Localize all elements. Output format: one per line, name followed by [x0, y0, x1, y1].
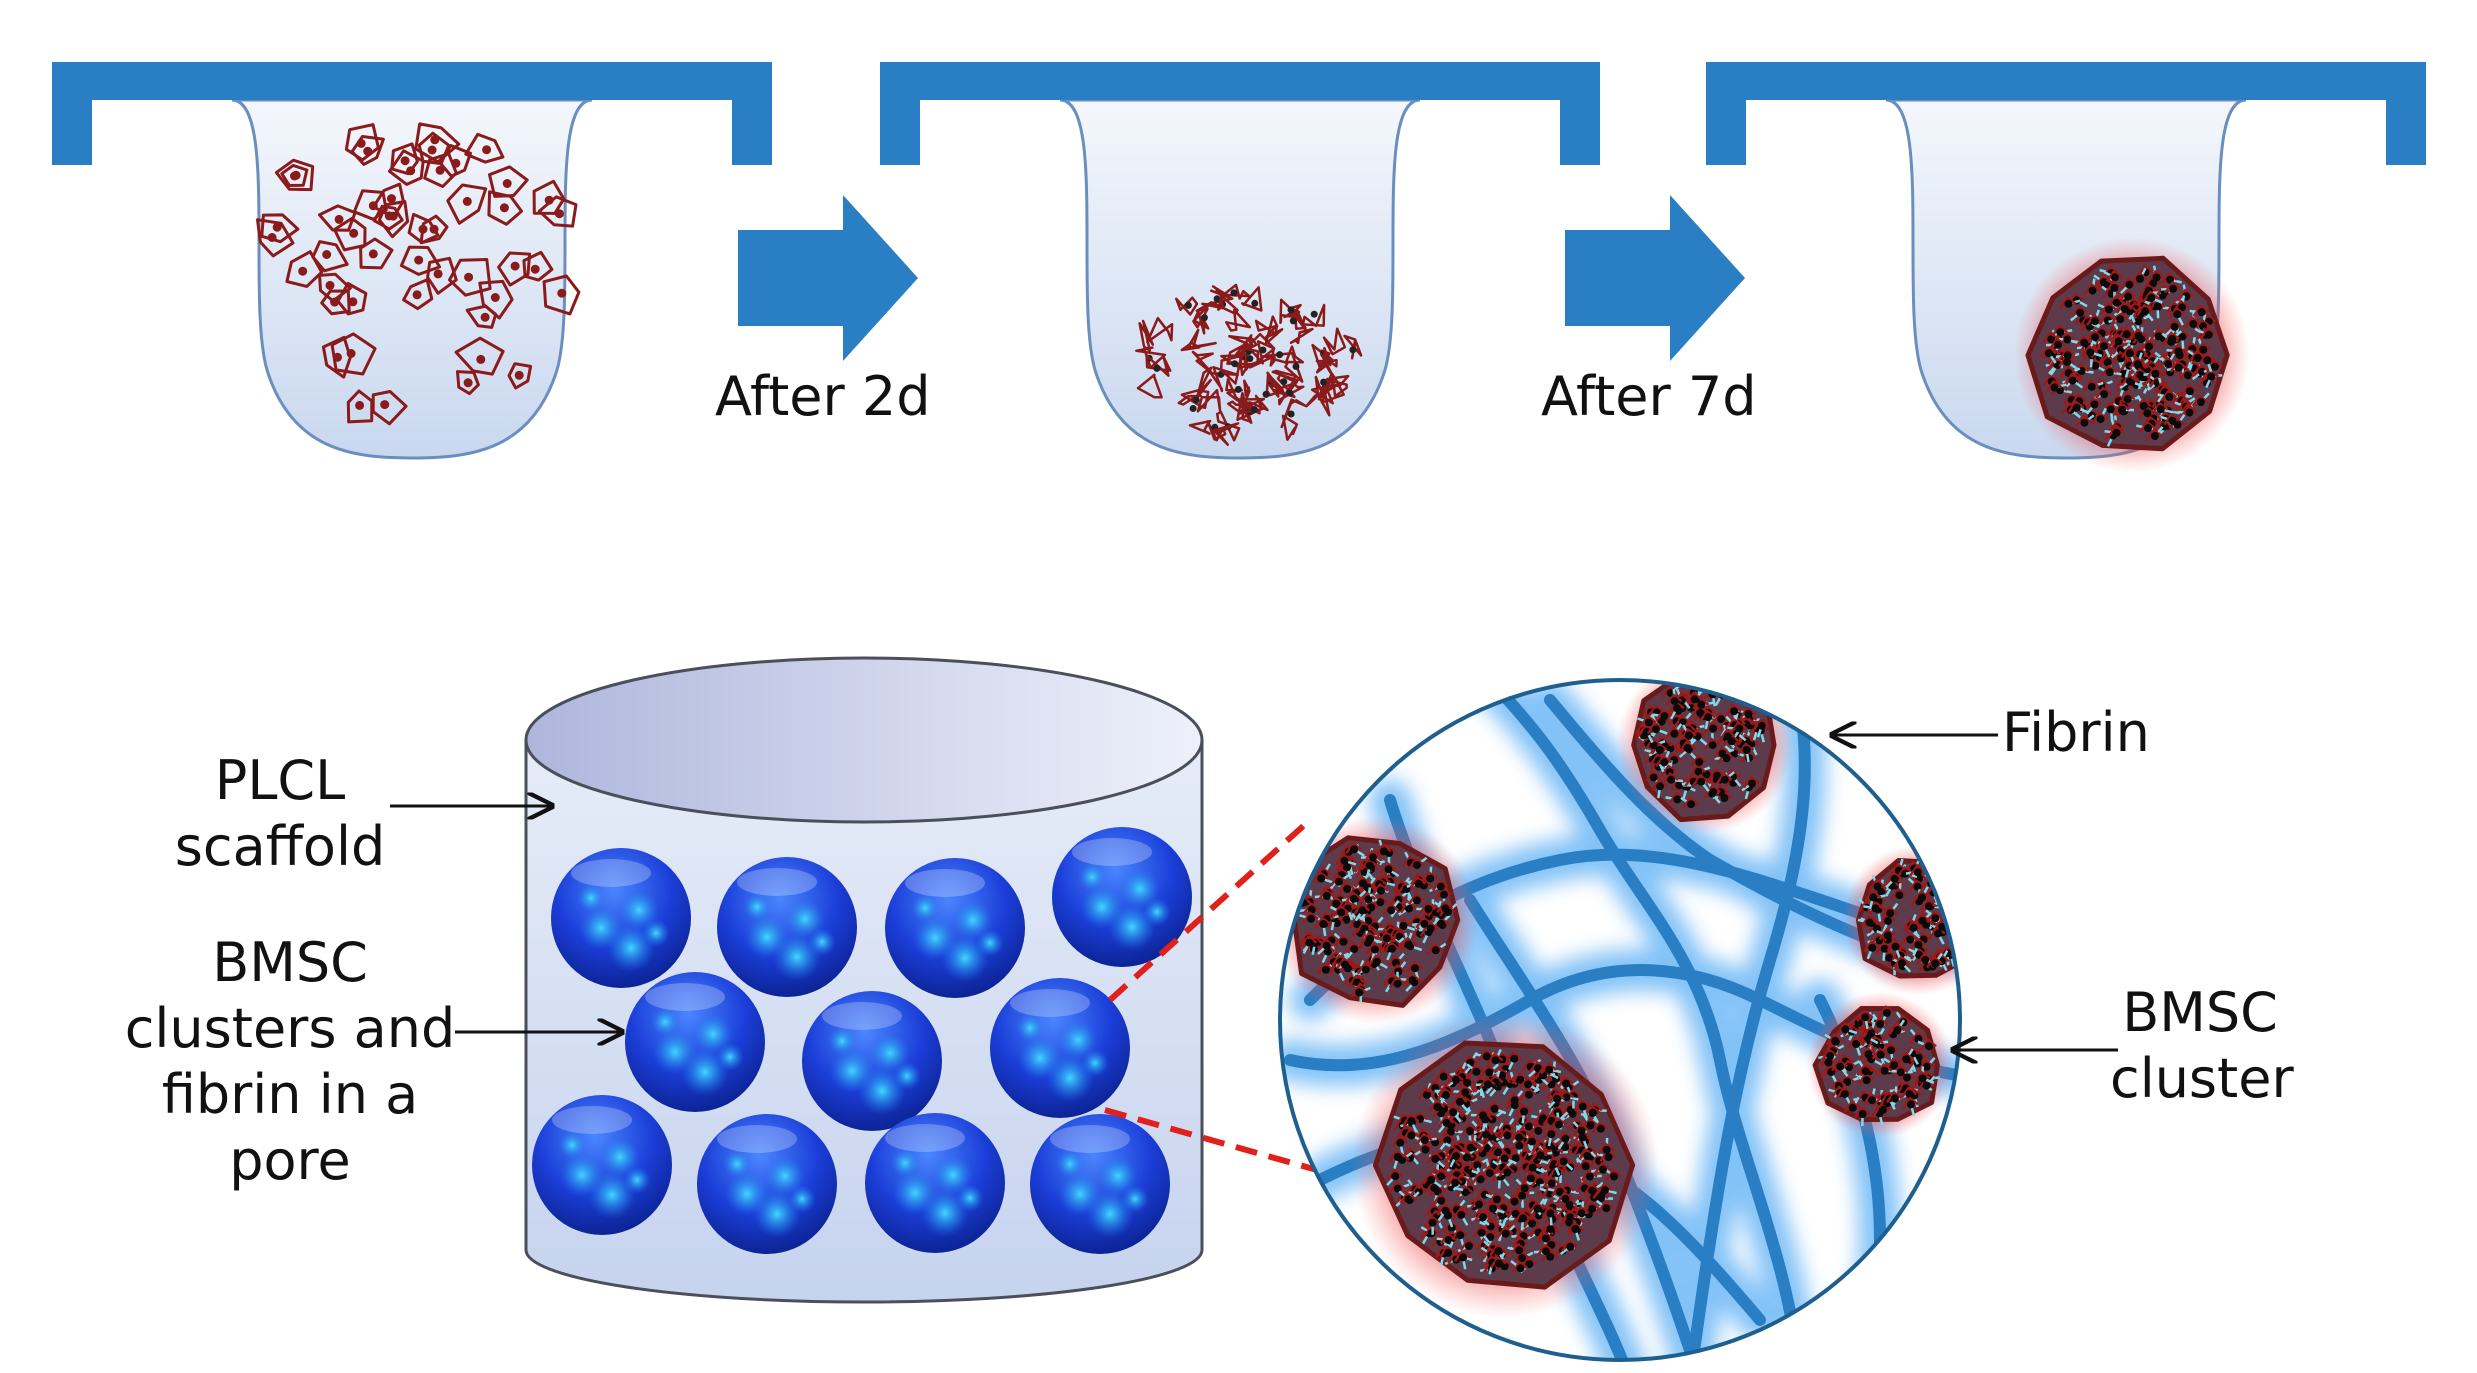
zoom-connector-top: [1107, 817, 1313, 1003]
mature-cluster: [2014, 237, 2250, 473]
pore-sphere-3: [885, 858, 1025, 998]
scaffold-label-line2: scaffold: [174, 815, 386, 878]
dispersed-cells: [256, 122, 581, 426]
pore-sphere-1: [551, 848, 691, 988]
bmsc-cluster-1: [1616, 680, 1794, 834]
fibrin-strand-9: [1544, 694, 1906, 956]
pore-sphere-7: [990, 978, 1130, 1118]
pore-sphere-4: [1052, 827, 1192, 967]
bmsc-cluster-5: [1351, 1011, 1659, 1319]
magnified-pore: [1278, 678, 1962, 1362]
pore-spheres: [532, 827, 1192, 1254]
bmsc-clusters: [1280, 680, 1960, 1319]
pore-sphere-6: [802, 991, 942, 1131]
pore-sphere-11: [1030, 1114, 1170, 1254]
cluster-label-line1: BMSC: [2122, 981, 2278, 1044]
pore-sphere-9: [697, 1114, 837, 1254]
bmsc-cluster-2: [1280, 816, 1479, 1024]
scaffold-label: PLCL scaffold: [160, 748, 400, 880]
pore-label-line3: fibrin in a: [161, 1063, 419, 1126]
fibrin-label: Fibrin: [2002, 701, 2150, 764]
pore-label: BMSC clusters and fibrin in a pore: [120, 930, 460, 1194]
scaffold-label-line1: PLCL: [214, 749, 346, 812]
step-arrow-2: [1565, 195, 1745, 361]
fibrin-strand-2: [1684, 680, 1811, 1360]
bmsc-cluster-3: [1842, 844, 1960, 996]
cell-aggregate: [1135, 283, 1363, 446]
pore-label-line4: pore: [229, 1129, 351, 1192]
step-label-after-7d: After 7d: [1541, 365, 1757, 428]
cluster-label-line2: cluster: [2110, 1047, 2294, 1110]
pore-sphere-8: [532, 1095, 672, 1235]
pore-label-line1: BMSC: [212, 931, 368, 994]
zoom-connector-bottom: [1104, 1107, 1371, 1188]
cluster-label: BMSC cluster: [2110, 980, 2294, 1112]
wells-layer: [52, 62, 2426, 473]
pore-sphere-2: [717, 857, 857, 997]
well-plate-1: [52, 62, 772, 460]
step-arrow-1: [738, 195, 918, 361]
pore-sphere-5: [625, 972, 765, 1112]
bmsc-cluster-4: [1806, 991, 1954, 1139]
step-label-after-2d: After 2d: [715, 365, 931, 428]
fibrin-strand-1: [1464, 680, 1806, 1360]
pore-sphere-10: [865, 1113, 1005, 1253]
pore-label-line2: clusters and: [124, 997, 456, 1060]
